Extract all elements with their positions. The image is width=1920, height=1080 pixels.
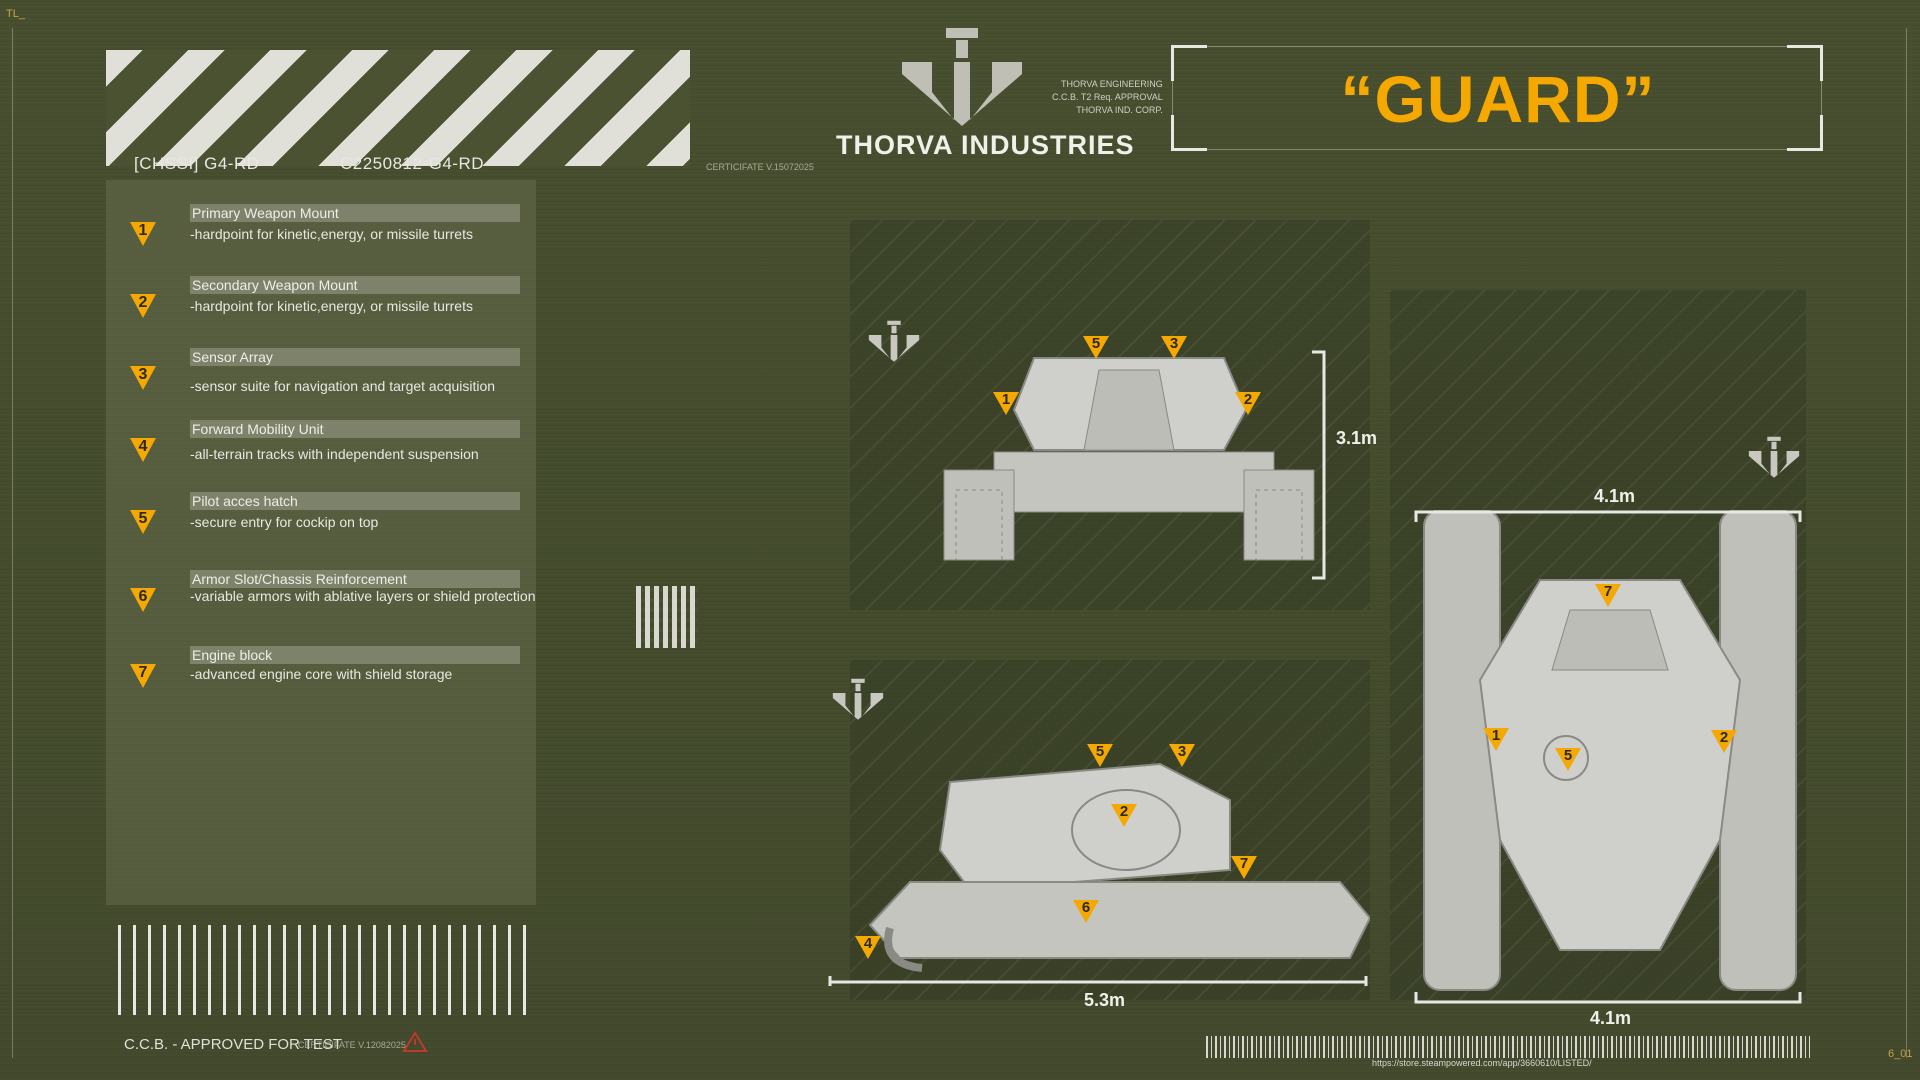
component-desc: -variable armors with ablative layers or…: [190, 588, 536, 604]
dim-line-top-width: [1414, 510, 1802, 522]
badge-7: 7: [128, 660, 158, 690]
tank-side-view: [868, 762, 1370, 972]
corner-br: [1787, 115, 1823, 151]
component-desc: -hardpoint for kinetic,energy, or missil…: [190, 226, 473, 242]
marker-2-top: 2: [1710, 728, 1738, 754]
component-title: Engine block: [190, 646, 520, 664]
edge-label-tl: TL_: [6, 8, 25, 20]
badge-shield-icon: [130, 664, 156, 688]
component-item-4: 4 Forward Mobility Unit -all-terrain tra…: [106, 420, 536, 480]
component-title: Armor Slot/Chassis Reinforcement: [190, 570, 520, 588]
view-logo-icon: [868, 320, 920, 362]
component-desc: -secure entry for cockip on top: [190, 514, 379, 530]
component-title: Secondary Weapon Mount: [190, 276, 520, 294]
barcode-right: [1206, 1036, 1810, 1058]
thorva-logo-icon: [902, 28, 1022, 126]
dim-line-height: [1312, 350, 1326, 580]
component-desc: -sensor suite for navigation and target …: [190, 378, 496, 394]
badge-5: 5: [128, 506, 158, 536]
badge-1: 1: [128, 218, 158, 248]
badge-shield-icon: [130, 294, 156, 318]
marker-5-front: 5: [1082, 334, 1110, 360]
component-item-3: 3 Sensor Array -sensor suite for navigat…: [106, 348, 536, 408]
badge-4: 4: [128, 434, 158, 464]
view-logo-icon: [1748, 436, 1800, 478]
component-item-2: 2 Secondary Weapon Mount -hardpoint for …: [106, 276, 536, 336]
badge-shield-icon: [130, 510, 156, 534]
badge-shield-icon: [130, 588, 156, 612]
dim-side-length: 5.3m: [1084, 990, 1126, 1010]
edge-label-br: 6_01: [1888, 1048, 1913, 1060]
component-title: Forward Mobility Unit: [190, 420, 520, 438]
tank-top-view: [1423, 510, 1797, 991]
brand-name: THORVA INDUSTRIES: [836, 130, 1135, 160]
store-url: https://store.steampowered.com/app/36606…: [1372, 1058, 1592, 1068]
component-item-5: 5 Pilot acces hatch -secure entry for co…: [106, 492, 536, 552]
barcode-decoration: [118, 925, 528, 1015]
corner-tr: [1787, 45, 1823, 81]
marker-6-side: 6: [1072, 898, 1100, 924]
component-item-1: 1 Primary Weapon Mount -hardpoint for ki…: [106, 204, 536, 264]
chassis-id: [CHSSI] G4-RD: [134, 154, 260, 173]
component-desc: -advanced engine core with shield storag…: [190, 666, 453, 682]
marker-7-top: 7: [1594, 582, 1622, 608]
marker-5-side: 5: [1086, 742, 1114, 768]
hazard-stripes: [106, 50, 690, 166]
badge-6: 6: [128, 584, 158, 614]
component-desc: -all-terrain tracks with independent sus…: [190, 446, 479, 462]
frame-right: [1906, 28, 1907, 1058]
marker-3-front: 3: [1160, 334, 1188, 360]
component-title: Pilot acces hatch: [190, 492, 520, 510]
approved-label: C.C.B. - APPROVED FOR TEST: [124, 1036, 343, 1053]
badge-shield-icon: [130, 366, 156, 390]
certificate-bottom: CERTICIFATE V.12082025: [298, 1040, 406, 1050]
dim-top-width-bottom: 4.1m: [1590, 1008, 1632, 1028]
warning-triangle-icon: [402, 1031, 428, 1052]
component-item-7: 7 Engine block -advanced engine core wit…: [106, 646, 536, 706]
component-title: Sensor Array: [190, 348, 520, 366]
marker-2-side: 2: [1110, 802, 1138, 828]
components-panel: 1 Primary Weapon Mount -hardpoint for ki…: [106, 180, 536, 905]
marker-1-top: 1: [1482, 726, 1510, 752]
certificate-top: CERTICIFATE V.15072025: [706, 162, 814, 172]
badge-2: 2: [128, 290, 158, 320]
marker-2-front: 2: [1234, 390, 1262, 416]
frame-left: [12, 28, 13, 1058]
component-title: Primary Weapon Mount: [190, 204, 520, 222]
corner-tl: [1171, 45, 1207, 81]
vehicle-title: “GUARD”: [1340, 62, 1656, 136]
component-desc: -hardpoint for kinetic,energy, or missil…: [190, 298, 473, 314]
dim-front-height: 3.1m: [1336, 428, 1378, 448]
marker-3-side: 3: [1168, 742, 1196, 768]
dim-top-width-top: 4.1m: [1594, 486, 1636, 506]
dim-line-length: [828, 976, 1368, 986]
view-logo-icon: [832, 678, 884, 720]
badge-shield-icon: [130, 222, 156, 246]
marker-5-top: 5: [1554, 746, 1582, 772]
title-box: “GUARD”: [1171, 45, 1823, 151]
badge-shield-icon: [130, 438, 156, 462]
marker-4-side: 4: [854, 934, 882, 960]
marker-1-front: 1: [992, 390, 1020, 416]
tank-front-view: [943, 357, 1315, 561]
dim-line-bottom-width: [1414, 992, 1802, 1004]
badge-3: 3: [128, 362, 158, 392]
marker-7-side: 7: [1230, 854, 1258, 880]
engineering-approval: THORVA ENGINEERING C.C.B. T2 Req. APPROV…: [1052, 79, 1163, 115]
component-item-6: 6 Armor Slot/Chassis Reinforcement -vari…: [106, 570, 536, 630]
serial-number: C2250812-G4-RD: [340, 154, 485, 173]
qr-code: [636, 586, 698, 648]
corner-bl: [1171, 115, 1207, 151]
